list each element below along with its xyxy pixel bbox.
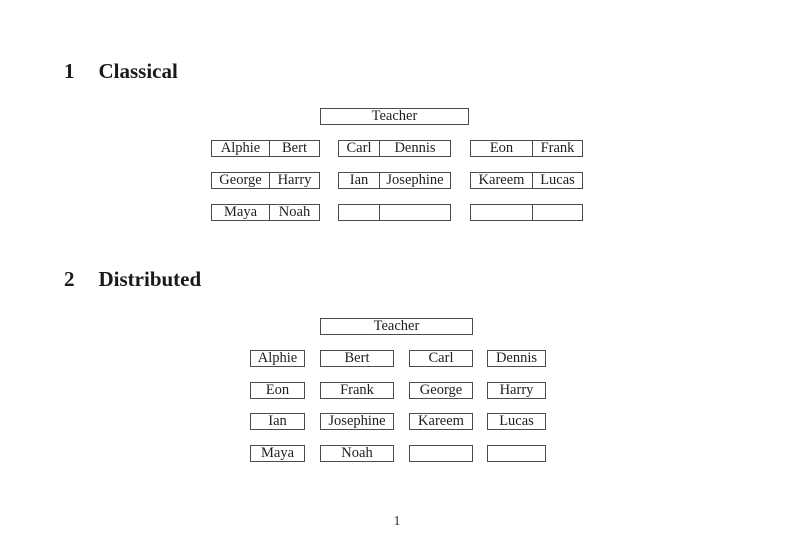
desk-box: Dennis bbox=[487, 350, 546, 367]
seat-label: George bbox=[419, 382, 463, 399]
seat-label: Lucas bbox=[499, 413, 534, 430]
section-2-number: 2 bbox=[64, 267, 75, 291]
seat-label bbox=[471, 205, 532, 220]
desk-box: George bbox=[409, 382, 473, 399]
seat-label: Harry bbox=[499, 382, 534, 399]
seat-label: Frank bbox=[532, 141, 582, 156]
page-number: 1 bbox=[393, 514, 401, 529]
seat-label: Dennis bbox=[495, 350, 538, 367]
section-2-title: Distributed bbox=[98, 267, 202, 291]
seat-label: Eon bbox=[265, 382, 290, 399]
section-1-number: 1 bbox=[64, 59, 75, 83]
seat-label: Josephine bbox=[379, 173, 450, 188]
seat-label bbox=[532, 205, 582, 220]
desk-box: Bert bbox=[320, 350, 394, 367]
teacher-label: Teacher bbox=[371, 108, 418, 125]
desk-box-empty bbox=[487, 445, 546, 462]
desk-box: Lucas bbox=[487, 413, 546, 430]
distributed-teacher-box: Teacher bbox=[320, 318, 473, 335]
seat-label: Frank bbox=[340, 382, 374, 399]
desk-box: Kareem bbox=[409, 413, 473, 430]
seat-label: Josephine bbox=[328, 413, 386, 430]
seat-label: Dennis bbox=[379, 141, 450, 156]
classical-teacher-box: Teacher bbox=[320, 108, 469, 125]
seat-label: Maya bbox=[223, 205, 257, 220]
desk-box-empty bbox=[409, 445, 473, 462]
seat-label: Eon bbox=[489, 141, 514, 156]
seat-label: Lucas bbox=[532, 173, 582, 188]
seat-label: Harry bbox=[269, 173, 319, 188]
desk-box: Harry bbox=[487, 382, 546, 399]
desk-box: Eon Frank bbox=[470, 140, 583, 157]
seat-label: Noah bbox=[269, 205, 319, 220]
desk-box: Ian bbox=[250, 413, 305, 430]
seat-label: Noah bbox=[341, 445, 373, 462]
seat-label: Carl bbox=[428, 350, 454, 367]
teacher-label: Teacher bbox=[373, 318, 420, 335]
desk-box: Kareem Lucas bbox=[470, 172, 583, 189]
seat-label: Bert bbox=[269, 141, 319, 156]
seat-label: Alphie bbox=[257, 350, 298, 367]
seat-label: George bbox=[219, 173, 262, 188]
seat-label: Carl bbox=[346, 141, 372, 156]
seat-label bbox=[379, 205, 450, 220]
seat-label: Maya bbox=[260, 445, 294, 462]
desk-box: Frank bbox=[320, 382, 394, 399]
desk-box: Josephine bbox=[320, 413, 394, 430]
seat-label: Ian bbox=[268, 413, 287, 430]
seat-label bbox=[339, 205, 379, 220]
desk-box: Maya Noah bbox=[211, 204, 320, 221]
seat-label: Bert bbox=[344, 350, 370, 367]
desk-box: George Harry bbox=[211, 172, 320, 189]
desk-box: Maya bbox=[250, 445, 305, 462]
desk-box-empty bbox=[338, 204, 451, 221]
desk-box: Ian Josephine bbox=[338, 172, 451, 189]
desk-box: Carl bbox=[409, 350, 473, 367]
desk-box: Alphie Bert bbox=[211, 140, 320, 157]
seat-label: Kareem bbox=[478, 173, 525, 188]
section-1-title: Classical bbox=[98, 59, 178, 83]
desk-box: Eon bbox=[250, 382, 305, 399]
desk-box: Alphie bbox=[250, 350, 305, 367]
seat-label: Kareem bbox=[418, 413, 464, 430]
section-1-heading: 1 Classical bbox=[64, 59, 178, 83]
desk-box-empty bbox=[470, 204, 583, 221]
section-2-heading: 2 Distributed bbox=[64, 267, 201, 291]
desk-box: Carl Dennis bbox=[338, 140, 451, 157]
desk-box: Noah bbox=[320, 445, 394, 462]
seat-label: Ian bbox=[349, 173, 369, 188]
seat-label: Alphie bbox=[220, 141, 261, 156]
